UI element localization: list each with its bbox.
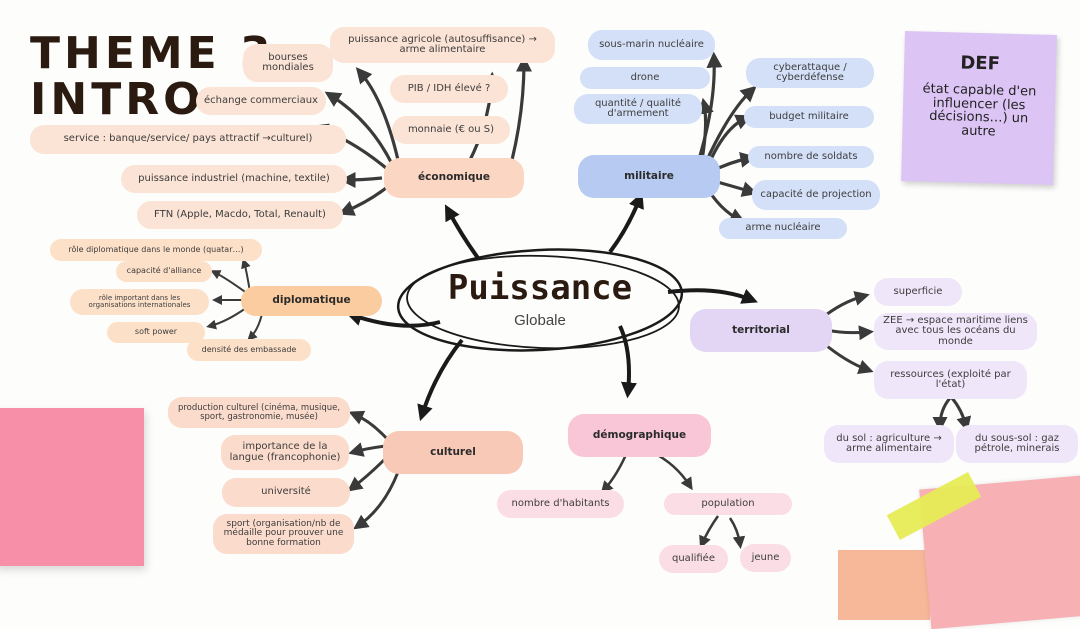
node-echange-commerciaux: échange commerciaux xyxy=(196,87,326,115)
node-capacite-alliance: capacité d'alliance xyxy=(116,261,212,282)
node-importance-langue: importance de la langue (francophonie) xyxy=(221,435,349,470)
node-organisations-internationales: rôle important dans les organisations in… xyxy=(70,289,209,315)
definition-note: DEF état capable d'en influencer (les dé… xyxy=(901,31,1057,185)
node-puissance-industriel: puissance industriel (machine, textile) xyxy=(121,165,347,193)
node-universite: université xyxy=(222,478,350,507)
hub-territorial: territorial xyxy=(690,309,832,352)
node-service: service : banque/service/ pays attractif… xyxy=(30,125,346,154)
hub-demographique: démographique xyxy=(568,414,711,457)
node-population: population xyxy=(664,493,792,515)
node-monnaie: monnaie (€ ou S) xyxy=(392,116,510,144)
node-capacite-projection: capacité de projection xyxy=(752,180,880,210)
pink-sticky-note xyxy=(0,408,144,566)
node-nombre-habitants: nombre d'habitants xyxy=(497,490,624,518)
main-arrows xyxy=(345,192,758,422)
node-budget-militaire: budget militaire xyxy=(744,106,874,128)
node-drone: drone xyxy=(580,67,710,89)
node-densite-embassade: densité des embassade xyxy=(187,339,311,361)
center-title: Puissance xyxy=(447,268,633,308)
center-subtitle: Globale xyxy=(514,312,566,329)
node-superficie: superficie xyxy=(874,278,962,306)
hub-diplomatique: diplomatique xyxy=(241,286,382,316)
node-arme-nucleaire: arme nucléaire xyxy=(719,218,847,239)
hub-economique: économique xyxy=(384,158,524,198)
node-sport: sport (organisation/nb de médaille pour … xyxy=(213,514,354,554)
node-production-culturel: production culturel (cinéma, musique, sp… xyxy=(168,397,350,428)
node-ftn: FTN (Apple, Macdo, Total, Renault) xyxy=(137,201,343,229)
node-soft-power: soft power xyxy=(107,322,205,343)
node-role-diplomatique: rôle diplomatique dans le monde (quatar…… xyxy=(50,239,262,261)
node-puissance-agricole: puissance agricole (autosuffisance) → ar… xyxy=(330,27,555,63)
node-nombre-soldats: nombre de soldats xyxy=(748,146,874,168)
node-pib-idh: PIB / IDH élevé ? xyxy=(390,75,508,103)
node-sous-marin: sous-marin nucléaire xyxy=(588,30,715,60)
node-bourses-mondiales: bourses mondiales xyxy=(243,44,333,82)
theme-title: THEME 3 xyxy=(30,28,275,79)
definition-title: DEF xyxy=(960,52,1001,75)
intro-title: INTRO xyxy=(30,74,205,125)
definition-text: état capable d'en influencer (les décisi… xyxy=(922,81,1037,140)
node-zee: ZEE → espace maritime liens avec tous le… xyxy=(874,313,1037,350)
node-du-sous-sol: du sous-sol : gaz pétrole, minerais xyxy=(956,425,1078,463)
node-jeune: jeune xyxy=(740,544,791,572)
hub-culturel: culturel xyxy=(383,431,523,474)
node-quantite-armement: quantité / qualité d'armement xyxy=(574,94,702,124)
node-ressources: ressources (exploité par l'état) xyxy=(874,361,1027,399)
node-qualifiee: qualifiée xyxy=(659,545,728,573)
node-cyberattaque: cyberattaque / cyberdéfense xyxy=(746,58,874,88)
node-du-sol: du sol : agriculture → arme alimentaire xyxy=(824,425,954,463)
hub-militaire: militaire xyxy=(578,155,720,198)
